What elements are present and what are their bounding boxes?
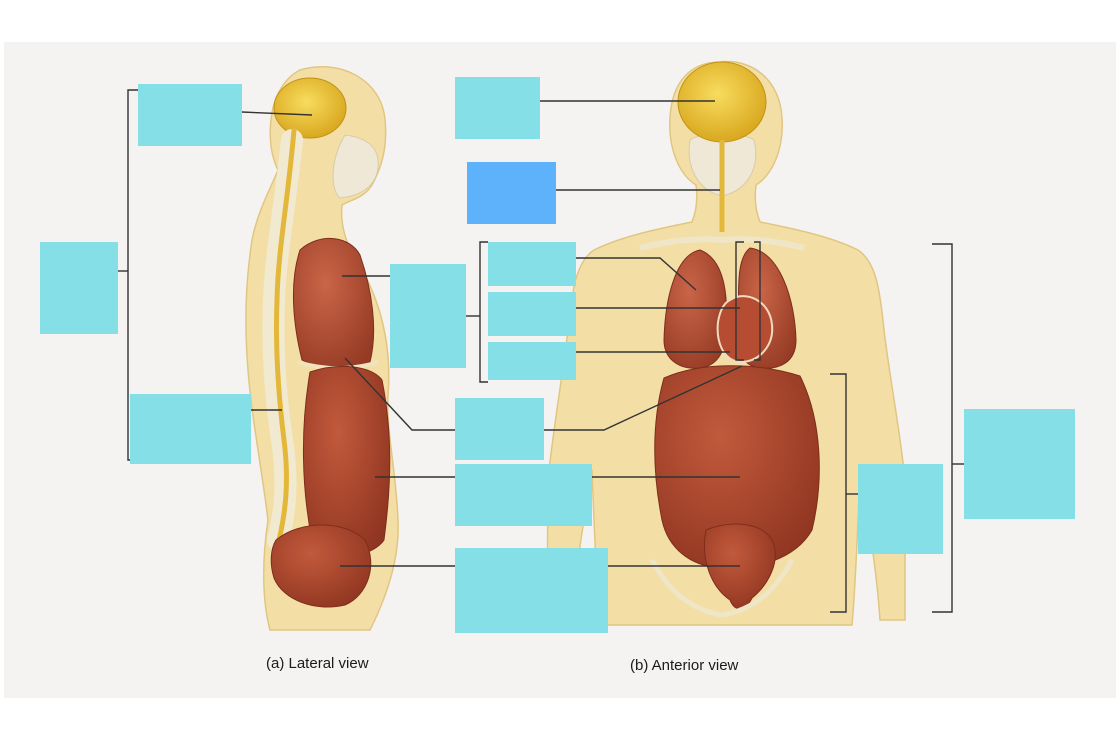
label-box-lateral-thoracic[interactable] bbox=[390, 264, 466, 368]
lateral-pelvis bbox=[270, 524, 372, 608]
mediastinum-inner-bracket bbox=[754, 241, 761, 361]
lateral-spinal-cord bbox=[273, 127, 297, 543]
thoracic-subdivision-bracket bbox=[479, 241, 488, 383]
label-box-pleural[interactable] bbox=[488, 242, 576, 286]
lateral-lung bbox=[292, 237, 375, 370]
label-box-ventral[interactable] bbox=[964, 409, 1075, 519]
label-box-anterior-cranial[interactable] bbox=[455, 77, 540, 139]
anterior-abdomen bbox=[654, 365, 820, 569]
lateral-brain bbox=[273, 77, 347, 139]
ventral-bracket bbox=[932, 243, 953, 613]
lateral-cranial-leader bbox=[241, 111, 313, 116]
abdominopelvic-bracket bbox=[830, 373, 847, 613]
lateral-view-caption: (a) Lateral view bbox=[266, 655, 369, 672]
label-box-abdominal[interactable] bbox=[455, 464, 592, 526]
lateral-body bbox=[245, 66, 399, 631]
lateral-skull bbox=[332, 134, 379, 199]
label-box-pelvic[interactable] bbox=[455, 548, 608, 633]
label-box-lateral-vertebral[interactable] bbox=[130, 394, 251, 464]
lateral-diaphragm-leader bbox=[344, 357, 455, 431]
anterior-pelvic-bones bbox=[649, 558, 795, 618]
label-box-abdominopelvic[interactable] bbox=[858, 464, 943, 554]
label-box-mediastinum[interactable] bbox=[488, 292, 576, 336]
anterior-diaphragm-leader bbox=[544, 365, 743, 431]
anterior-body bbox=[546, 60, 906, 626]
anterior-clavicles bbox=[639, 236, 805, 251]
pleural-leader bbox=[574, 257, 697, 291]
label-box-diaphragm[interactable] bbox=[455, 398, 544, 460]
mediastinum-bracket bbox=[735, 241, 744, 361]
anterior-brain bbox=[677, 61, 767, 143]
label-box-lateral-cranial[interactable] bbox=[138, 84, 242, 146]
anterior-view-caption: (b) Anterior view bbox=[630, 657, 739, 674]
label-box-anterior-vertebral[interactable] bbox=[467, 162, 556, 224]
anterior-heart bbox=[716, 295, 774, 364]
lateral-abdomen bbox=[302, 365, 391, 556]
label-box-lateral-dorsal[interactable] bbox=[40, 242, 118, 334]
label-box-pericardial[interactable] bbox=[488, 342, 576, 380]
